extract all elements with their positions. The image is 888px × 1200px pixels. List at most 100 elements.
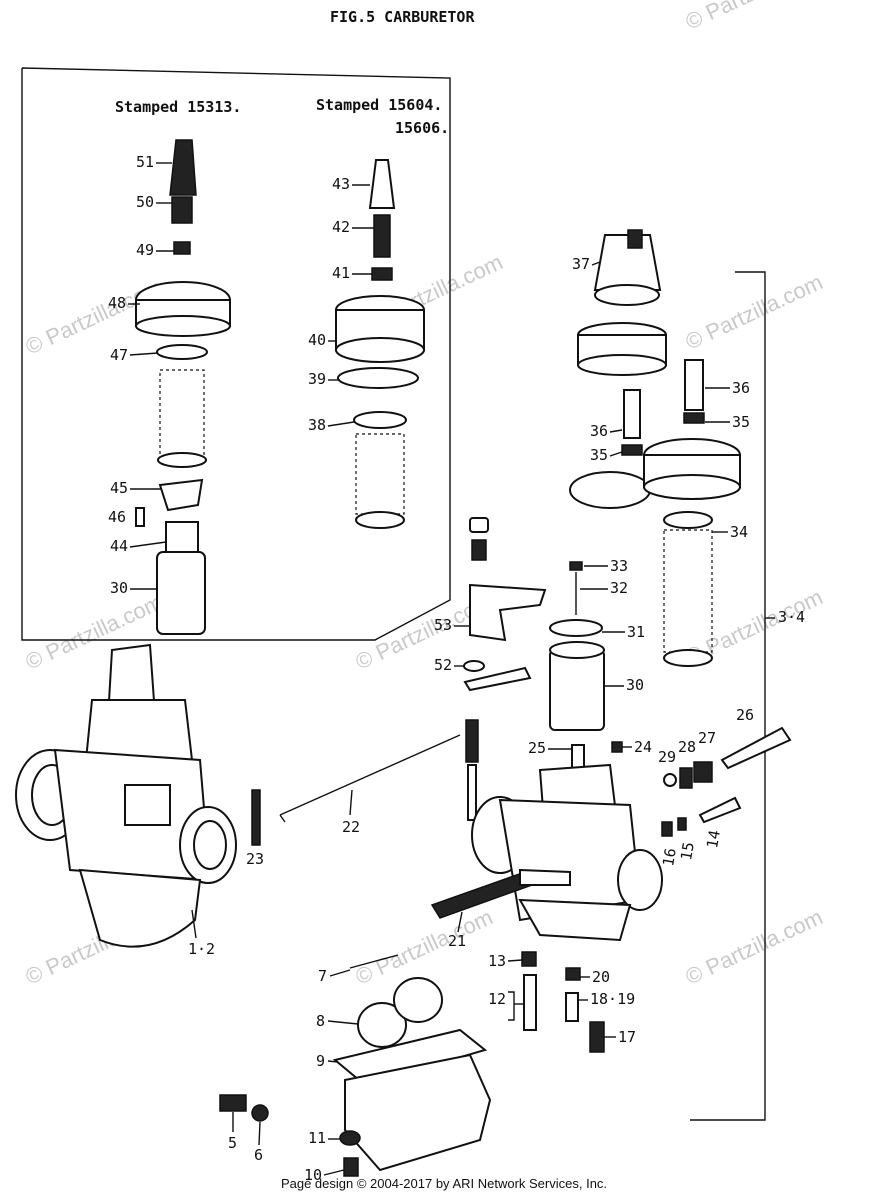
washer-16 — [661, 821, 673, 837]
float-8a — [357, 1002, 407, 1048]
middle-parts — [463, 517, 605, 821]
figure-title: FIG.5 CARBURETOR — [330, 8, 475, 26]
callout-40: 40 — [308, 331, 326, 349]
clip-45 — [158, 478, 204, 512]
screw-36b — [623, 389, 641, 439]
spring-38 — [353, 411, 407, 429]
callout-45: 45 — [110, 479, 128, 497]
cap-43 — [368, 159, 396, 209]
callout-42: 42 — [332, 218, 350, 236]
callout-17: 17 — [618, 1028, 636, 1046]
holder-44 — [165, 521, 199, 553]
retainer-31 — [549, 619, 603, 637]
callout-49: 49 — [136, 241, 154, 259]
page-footer: Page design © 2004-2017 by ARI Network S… — [280, 1176, 608, 1191]
callout-38: 38 — [308, 416, 326, 434]
callout-46: 46 — [108, 508, 126, 526]
screw-33 — [569, 561, 583, 571]
watermark: © Partzilla.com — [682, 269, 827, 354]
callout-20: 20 — [592, 968, 610, 986]
adjuster-42 — [373, 214, 391, 258]
valve-30a — [156, 551, 206, 635]
lever-53 — [469, 583, 547, 642]
inset-variant-a: Stamped 15313. — [115, 98, 241, 116]
bowl — [344, 1053, 492, 1172]
inset-frame — [21, 67, 451, 641]
callout-10: 10 — [304, 1166, 322, 1184]
callout-15: 15 — [677, 841, 698, 862]
jet-1819 — [565, 992, 579, 1022]
callout-44: 44 — [110, 537, 128, 555]
screw-36a — [684, 359, 704, 411]
callout-48: 48 — [108, 294, 126, 312]
callout-32: 32 — [610, 579, 628, 597]
plug-20 — [565, 967, 581, 981]
valve-30b — [549, 649, 605, 731]
spring-27 — [693, 761, 713, 783]
spring-28 — [679, 767, 693, 789]
adjuster-50 — [171, 196, 193, 224]
gasket-9 — [332, 1028, 488, 1087]
callout-14: 14 — [703, 829, 724, 850]
choke-rod-22 — [279, 734, 461, 823]
callout-52: 52 — [434, 656, 452, 674]
lower-parts — [219, 951, 605, 1177]
washer-52 — [463, 660, 485, 672]
callout-29: 29 — [658, 748, 676, 766]
callout-36-b: 36 — [590, 422, 608, 440]
right-top-assembly — [569, 229, 741, 667]
callout-18-19: 18·19 — [590, 990, 635, 1008]
cap-small — [469, 517, 489, 533]
jet-12 — [523, 974, 537, 1031]
callout-50: 50 — [136, 193, 154, 211]
callout-16: 16 — [659, 847, 680, 868]
washer-29 — [663, 773, 677, 787]
watermark: © Partzilla.com — [682, 0, 827, 35]
screw-17 — [589, 1021, 605, 1053]
callout-22: 22 — [342, 818, 360, 836]
callout-36-a: 36 — [732, 379, 750, 397]
bracket-label: 3·4 — [778, 608, 805, 626]
carburetor-body-left — [15, 643, 261, 948]
callout-28: 28 — [678, 738, 696, 756]
callout-23: 23 — [246, 850, 264, 868]
inset-left-stack — [135, 139, 231, 635]
callout-1-2: 1·2 — [188, 940, 215, 958]
spring-small — [465, 719, 479, 763]
callout-5: 5 — [228, 1134, 237, 1152]
callout-26: 26 — [736, 706, 754, 724]
washer-11 — [339, 1130, 361, 1146]
callout-35-b: 35 — [590, 446, 608, 464]
watermark: © Partzilla.com — [352, 904, 497, 989]
ring-47 — [156, 344, 208, 360]
callout-21: 21 — [448, 932, 466, 950]
callout-35-a: 35 — [732, 413, 750, 431]
callout-12: 12 — [488, 990, 506, 1008]
callout-6: 6 — [254, 1146, 263, 1164]
screw-10 — [343, 1157, 359, 1177]
screw-5 — [219, 1094, 247, 1112]
o-ring-39 — [337, 367, 419, 389]
screw-46 — [135, 507, 145, 527]
callout-24: 24 — [634, 738, 652, 756]
inset-variant-b-line1: Stamped 15604. — [316, 96, 442, 114]
callout-51: 51 — [136, 153, 154, 171]
callout-39: 39 — [308, 370, 326, 388]
nut-49 — [173, 241, 191, 255]
callout-31: 31 — [627, 623, 645, 641]
inset-variant-b-line2: 15606. — [395, 119, 449, 137]
nut-41 — [371, 267, 393, 281]
callout-9: 9 — [316, 1052, 325, 1070]
carburetor-body-right — [430, 726, 792, 942]
callout-43: 43 — [332, 175, 350, 193]
cable-26 — [720, 726, 792, 770]
float-8b — [393, 977, 443, 1023]
inset-right-stack — [335, 159, 425, 529]
callout-34: 34 — [730, 523, 748, 541]
screw-14 — [698, 796, 742, 824]
cable-cap-51 — [169, 139, 197, 196]
callout-27: 27 — [698, 729, 716, 747]
plug-24 — [611, 741, 623, 753]
callout-8: 8 — [316, 1012, 325, 1030]
